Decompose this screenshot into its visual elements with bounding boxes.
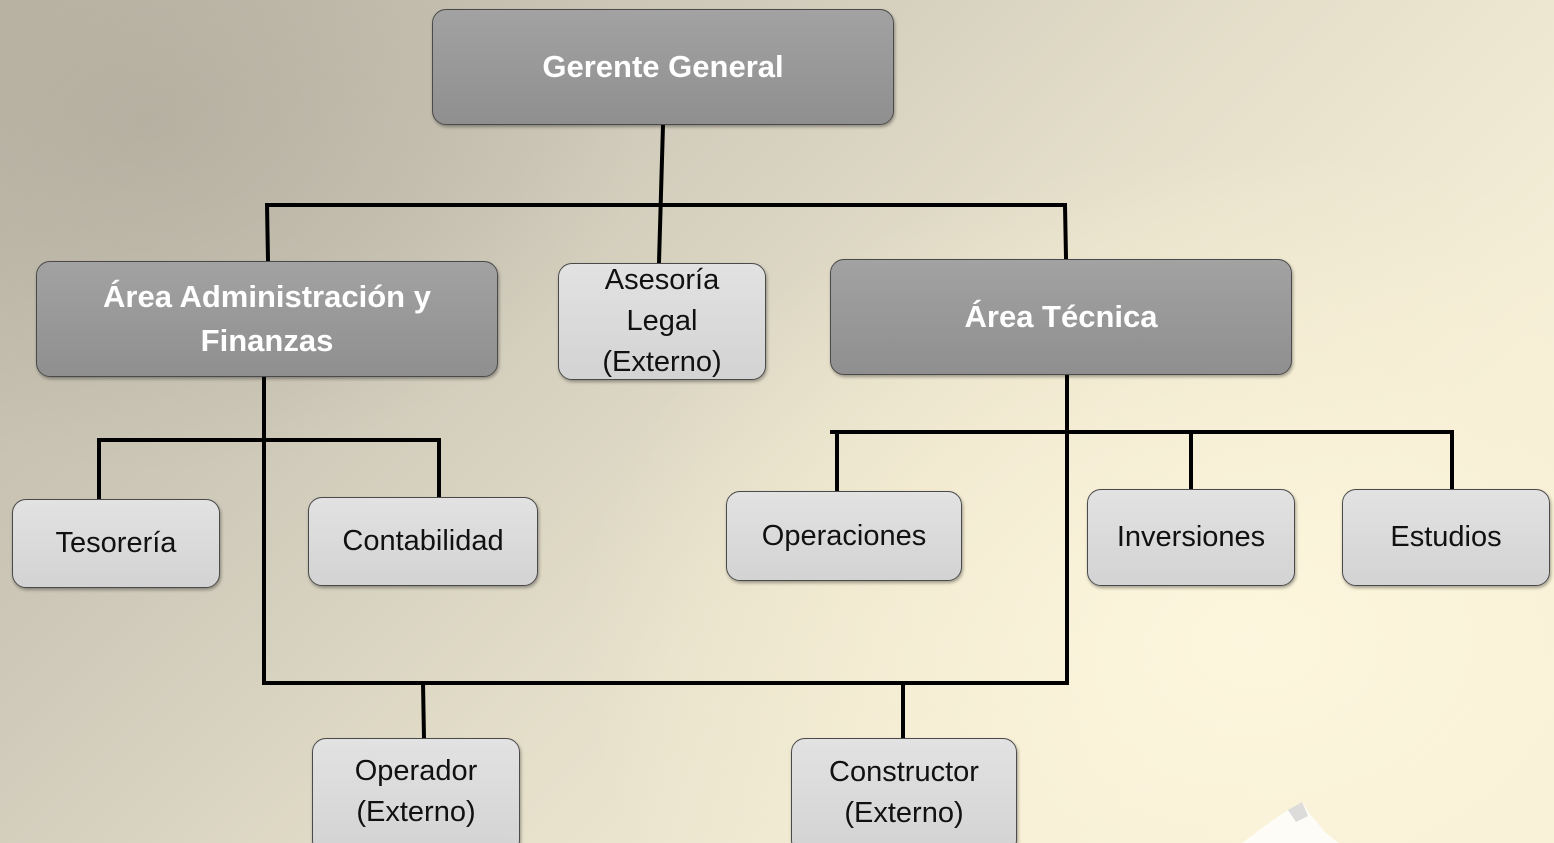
mountain-watermark-icon [1242,802,1339,843]
estudios-label: Estudios [1390,521,1502,553]
area-admin-label-line2: Finanzas [200,323,334,358]
tesoreria-label: Tesorería [55,527,177,559]
area-admin-label-line1: Área Administración y [103,279,431,314]
contabilidad-box: Contabilidad [308,497,538,586]
asesoria-legal-label-line2: Legal [626,305,698,337]
area-tecnica-box: Área Técnica [830,259,1292,375]
constructor-box: Constructor (Externo) [791,738,1017,843]
contabilidad-label: Contabilidad [342,525,504,557]
connector-gerente-down [656,122,666,265]
gerente-general-label: Gerente General [542,49,784,84]
area-admin-finanzas-box: Área Administración y Finanzas [36,261,498,377]
connector-to-admin [264,202,271,263]
constructor-label-line1: Constructor [829,756,979,788]
tesoreria-box: Tesorería [12,499,220,588]
inversiones-label: Inversiones [1116,521,1266,553]
estudios-box: Estudios [1342,489,1550,586]
connector-to-operador [420,680,427,741]
operador-box: Operador (Externo) [312,738,520,843]
operaciones-label: Operaciones [761,519,927,552]
gerente-general-box: Gerente General [432,9,894,125]
connector-to-tecnica [1062,202,1069,261]
inversiones-box: Inversiones [1087,489,1295,586]
asesoria-legal-box: Asesoría Legal (Externo) [558,263,766,380]
asesoria-legal-label-line1: Asesoría [604,264,720,296]
asesoria-legal-label-line3: (Externo) [602,346,722,378]
operaciones-box: Operaciones [726,491,962,581]
area-tecnica-label: Área Técnica [964,299,1158,334]
operador-label-line1: Operador [354,755,478,787]
operador-label-line2: (Externo) [356,796,476,828]
constructor-label-line2: (Externo) [844,797,964,829]
